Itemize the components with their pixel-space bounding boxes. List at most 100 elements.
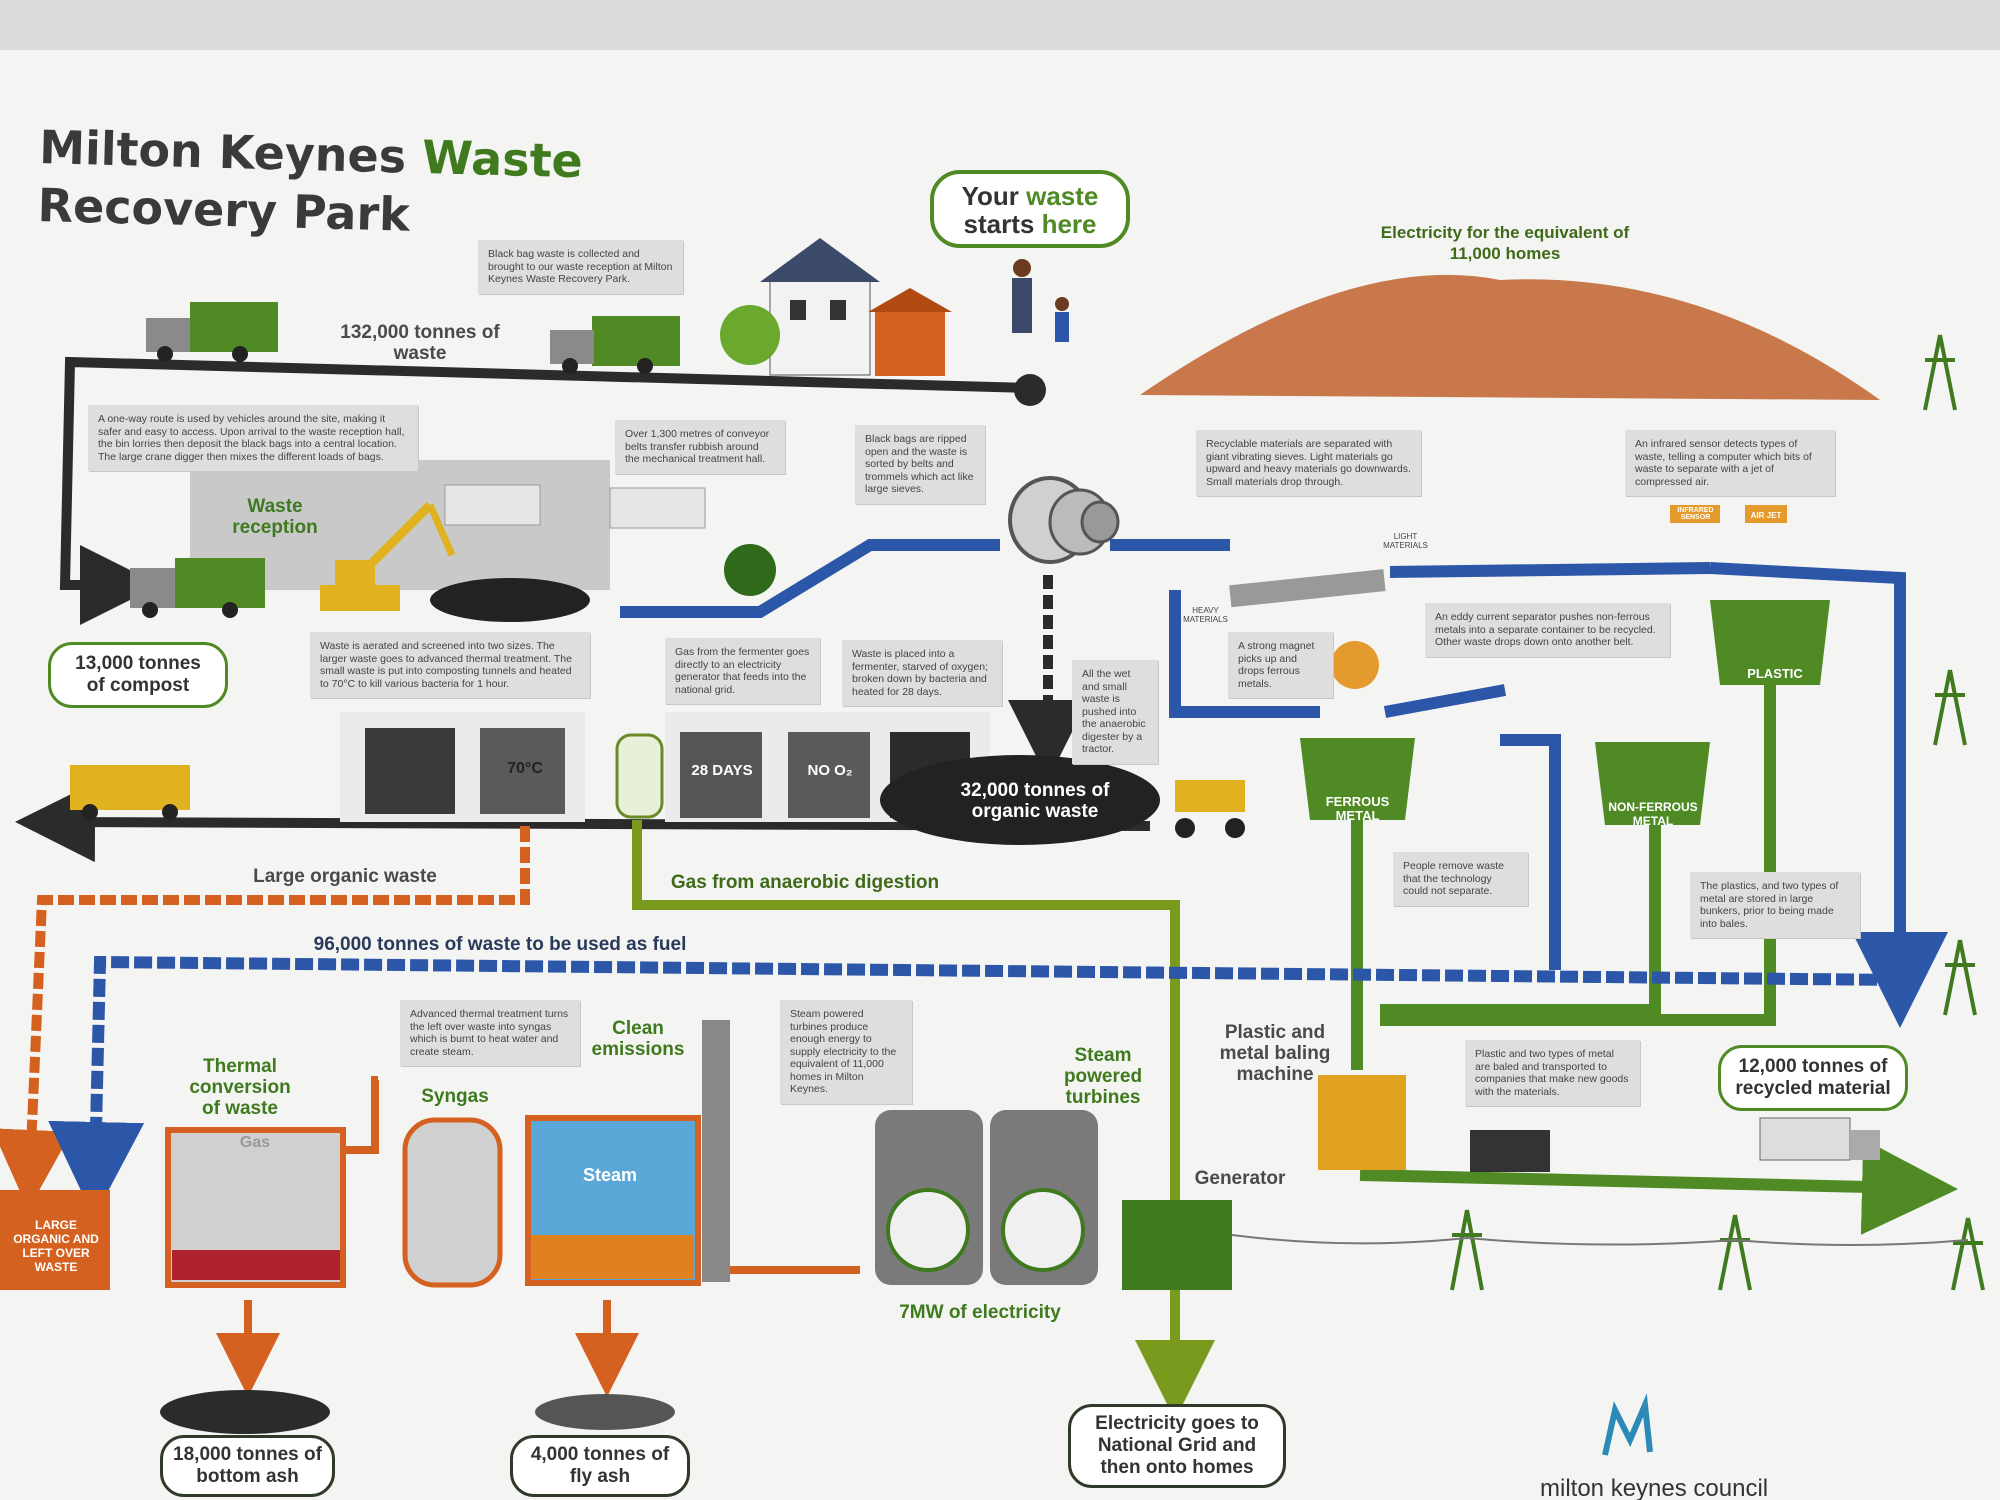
shredder-icon (724, 544, 776, 596)
bottom-ash-badge: 18,000 tonnes of bottom ash (160, 1435, 335, 1497)
steam-label: Steam (582, 1165, 638, 1185)
non-ferrous-label: NON-FERROUS METAL (1608, 800, 1698, 828)
note-magnet: A strong magnet picks up and drops ferro… (1228, 632, 1333, 698)
turbine-fan-icon (1001, 1188, 1085, 1272)
syngas-tank (402, 1117, 503, 1288)
pylon-icon (1943, 939, 1977, 1016)
air-jet-label: AIR JET (1750, 511, 1782, 520)
baling-label: Plastic and metal baling machine (1219, 1022, 1331, 1085)
large-organic-bin-label: LARGE ORGANIC AND LEFT OVER WASTE (13, 1218, 99, 1274)
pylon-icon (1923, 334, 1957, 411)
note-people: People remove waste that the technology … (1393, 852, 1528, 906)
truck-icon (550, 316, 680, 374)
infrared-sensor-box (1670, 505, 1720, 523)
bottom-ash-pile (160, 1390, 330, 1434)
house-icon (720, 238, 952, 376)
start-badge: Your waste starts here (930, 170, 1130, 248)
title-part: Waste (421, 130, 584, 189)
magnet-icon (1331, 641, 1379, 689)
electricity-homes-label: Electricity for the equivalent of 11,000… (1380, 223, 1630, 263)
organic-waste-label: 32,000 tonnes of organic waste (960, 780, 1110, 822)
fly-ash-badge: 4,000 tonnes of fly ash (510, 1435, 690, 1497)
steam-turbines-label: Steam powered turbines (1063, 1045, 1143, 1108)
power-cable (1231, 1234, 1969, 1246)
gas-canister-icon (615, 733, 664, 819)
note-eddy: An eddy current separator pushes non-fer… (1425, 603, 1670, 657)
start-text: starts (963, 209, 1042, 239)
turbine-fan-icon (886, 1188, 970, 1272)
clean-emissions-label: Clean emissions (591, 1018, 685, 1060)
gas-ad-label: Gas from anaerobic digestion (670, 872, 940, 893)
baling-machine-icon (1318, 1075, 1406, 1170)
pylon-icon (1951, 1217, 1985, 1291)
note-vibrating: Recyclable materials are separated with … (1196, 430, 1421, 496)
note-baled: Plastic and two types of metal are baled… (1465, 1040, 1640, 1106)
tractor-icon (1175, 780, 1245, 838)
fuel-line (48, 955, 1901, 1218)
large-organic-line (0, 826, 530, 1210)
ferrous-bin (1300, 738, 1415, 820)
hall-window (444, 484, 541, 526)
generator-label: Generator (1194, 1168, 1286, 1189)
page-title: Milton Keynes Waste Recovery Park (37, 118, 584, 248)
heavy-materials-label: HEAVY MATERIALS (1183, 606, 1228, 624)
nonferrous-drop-belt (1500, 734, 1561, 970)
truck-icon (146, 302, 278, 362)
boiler-fire (532, 1235, 694, 1279)
hall-window (609, 487, 706, 529)
fermenter-no-o2 (788, 732, 870, 818)
note-infrared: An infrared sensor detects types of wast… (1625, 430, 1835, 496)
national-grid-badge: Electricity goes to National Grid and th… (1068, 1404, 1286, 1488)
note-fermenter-gas: Gas from the fermenter goes directly to … (665, 638, 820, 704)
syngas-pipe (343, 1076, 379, 1154)
conveyor-belt (1389, 562, 1711, 578)
plastic-belt (1709, 562, 1948, 1028)
tonnes-waste-label: 132,000 tonnes of waste (340, 322, 500, 364)
fuel-label: 96,000 tonnes of waste to be used as fue… (313, 934, 687, 955)
non-ferrous-bin (1595, 742, 1710, 825)
days-label: 28 DAYS (691, 762, 753, 779)
dump-truck-icon (70, 765, 190, 820)
pylon-icon (1718, 1214, 1752, 1291)
ferrous-label: FERROUS METAL (1325, 794, 1390, 823)
recycled-badge: 12,000 tonnes of recycled material (1718, 1045, 1908, 1111)
note-one-way: A one-way route is used by vehicles arou… (88, 405, 418, 471)
eddy-belt (1383, 684, 1507, 718)
recycled-line (1380, 825, 1661, 1016)
note-conveyor: Over 1,300 metres of conveyor belts tran… (615, 420, 785, 474)
note-fermenter: Waste is placed into a fermenter, starve… (842, 640, 1002, 706)
gas-label: Gas (239, 1134, 271, 1151)
council-logo-text: milton keynes council (1540, 1475, 1769, 1500)
air-jet-box (1745, 505, 1787, 523)
plastic-label: PLASTIC (1747, 666, 1803, 681)
note-black-bag: Black bag waste is collected and brought… (478, 240, 683, 294)
crane-digger-icon (320, 501, 456, 611)
note-bunkers: The plastics, and two types of metal are… (1690, 872, 1860, 938)
thermal-fire (172, 1250, 340, 1280)
title-part: Milton Keynes (38, 119, 423, 185)
conveyor-belt (620, 539, 1000, 618)
collection-road (59, 356, 1031, 625)
tunnel-70c (480, 728, 565, 814)
pylon-icon (1933, 669, 1967, 746)
generator-icon (1122, 1200, 1232, 1290)
note-aerated: Waste is aerated and screened into two s… (310, 632, 590, 698)
pylon-icon (1450, 1209, 1484, 1291)
homes-hill (1140, 274, 1880, 400)
note-ripped: Black bags are ripped open and the waste… (855, 425, 985, 504)
black-bag-pile (430, 578, 590, 622)
compost-badge: 13,000 tonnes of compost (48, 642, 228, 708)
large-organic-bin (0, 1190, 110, 1290)
chimney (702, 1020, 730, 1282)
organic-waste-pile (880, 755, 1160, 845)
tunnel-dark (365, 728, 455, 814)
note-wet-waste: All the wet and small waste is pushed in… (1072, 660, 1158, 764)
recycled-out-line (1359, 1138, 1958, 1235)
large-organic-label: Large organic waste (253, 866, 437, 887)
syngas-label: Syngas (421, 1086, 489, 1107)
fly-ash-pile (535, 1394, 675, 1430)
road-start-dot (1014, 374, 1046, 406)
recycled-line (1380, 685, 1776, 1026)
tunnel-temp-label: 70°C (507, 760, 543, 777)
